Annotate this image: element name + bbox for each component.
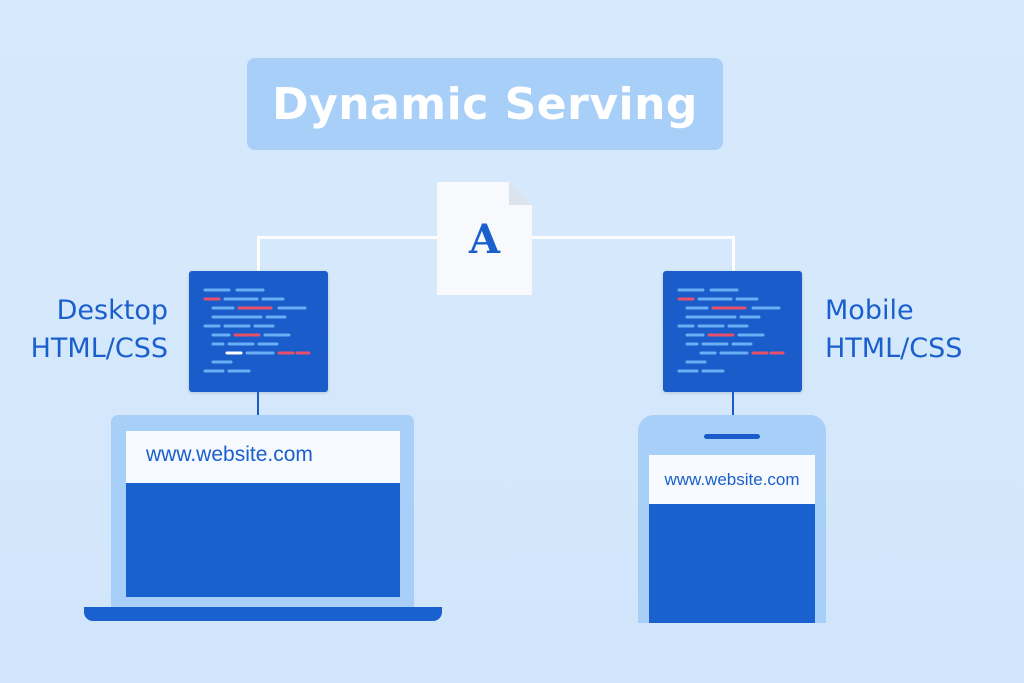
desktop-label: Desktop HTML/CSS bbox=[16, 292, 168, 368]
connector-right-vertical bbox=[732, 236, 735, 272]
document-icon: A bbox=[437, 182, 532, 295]
laptop-url-text: www.website.com bbox=[146, 443, 313, 466]
desktop-label-line1: Desktop bbox=[56, 295, 168, 326]
document-letter: A bbox=[468, 216, 501, 263]
desktop-code-panel bbox=[189, 271, 328, 392]
mobile-code-panel bbox=[663, 271, 802, 392]
mobile-label-line2: HTML/CSS bbox=[825, 333, 963, 364]
title-banner: Dynamic Serving bbox=[247, 58, 723, 150]
connector-right-horizontal bbox=[530, 236, 735, 239]
laptop-address-bar bbox=[126, 431, 400, 483]
connector-left-vertical bbox=[257, 236, 260, 272]
mobile-code-lines bbox=[677, 288, 785, 373]
desktop-label-line2: HTML/CSS bbox=[30, 333, 168, 364]
phone-speaker bbox=[704, 434, 760, 439]
mobile-label: Mobile HTML/CSS bbox=[825, 292, 1015, 368]
phone-address-bar bbox=[649, 455, 815, 504]
mobile-label-line1: Mobile bbox=[825, 295, 914, 326]
diagram-title: Dynamic Serving bbox=[272, 78, 698, 130]
laptop-base bbox=[84, 607, 442, 621]
desktop-code-lines bbox=[203, 288, 311, 373]
phone-url-text: www.website.com bbox=[664, 470, 800, 489]
mobile-link-line bbox=[732, 392, 734, 416]
connector-left-horizontal bbox=[257, 236, 439, 239]
desktop-link-line bbox=[257, 392, 259, 416]
